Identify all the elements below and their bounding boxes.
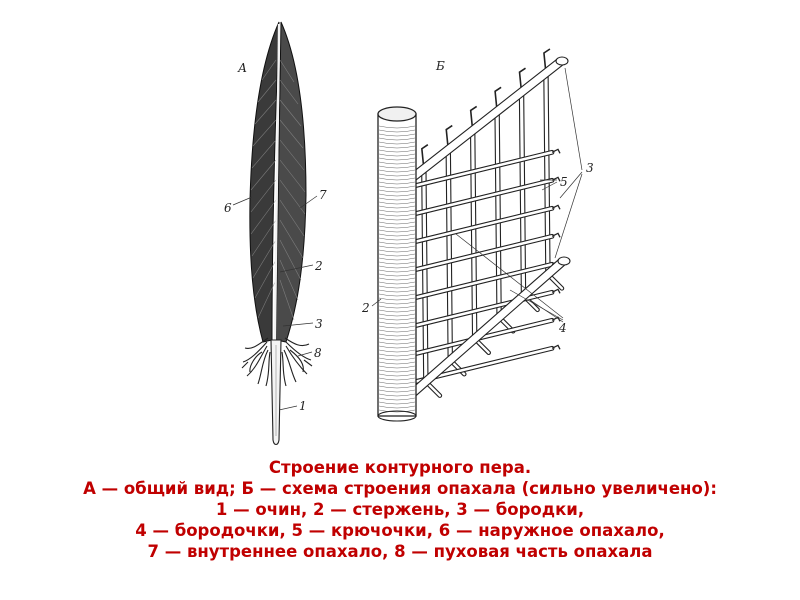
feather-general-view: А 6 7 2 3 8 1: [224, 22, 327, 445]
panel-b-letter: Б: [435, 59, 445, 73]
schematic-shaft: [378, 107, 416, 421]
panel-a-letter: А: [237, 61, 247, 75]
caption-line: 7 — внутреннее опахало, 8 — пуховая част…: [0, 541, 800, 562]
barb-lattice: [412, 49, 570, 396]
feather-structure-figure: А 6 7 2 3 8 1: [0, 0, 800, 455]
label-inner-vane: 7: [319, 188, 327, 202]
label-calamus: 1: [299, 399, 307, 413]
label-outer-vane: 6: [224, 201, 232, 215]
label-barbs-a: 3: [315, 317, 323, 331]
label-shaft-b: 2: [361, 301, 370, 315]
label-shaft-a: 2: [314, 259, 323, 273]
caption-line: 4 — бородочки, 5 — крючочки, 6 — наружно…: [0, 520, 800, 541]
caption-line: А — общий вид; Б — схема строения опахал…: [0, 478, 800, 499]
inner-vane: [276, 22, 306, 342]
label-hooklets: 5: [560, 175, 568, 189]
caption-line: Строение контурного пера.: [0, 457, 800, 478]
label-down-part: 8: [314, 346, 322, 360]
vane-structure-schematic: Б 2 3 5 4: [361, 49, 594, 421]
label-barbules: 4: [558, 321, 567, 335]
label-barbs-b: 3: [586, 161, 594, 175]
figure-caption: Строение контурного пера.А — общий вид; …: [0, 457, 800, 562]
caption-line: 1 — очин, 2 — стержень, 3 — бородки,: [0, 499, 800, 520]
